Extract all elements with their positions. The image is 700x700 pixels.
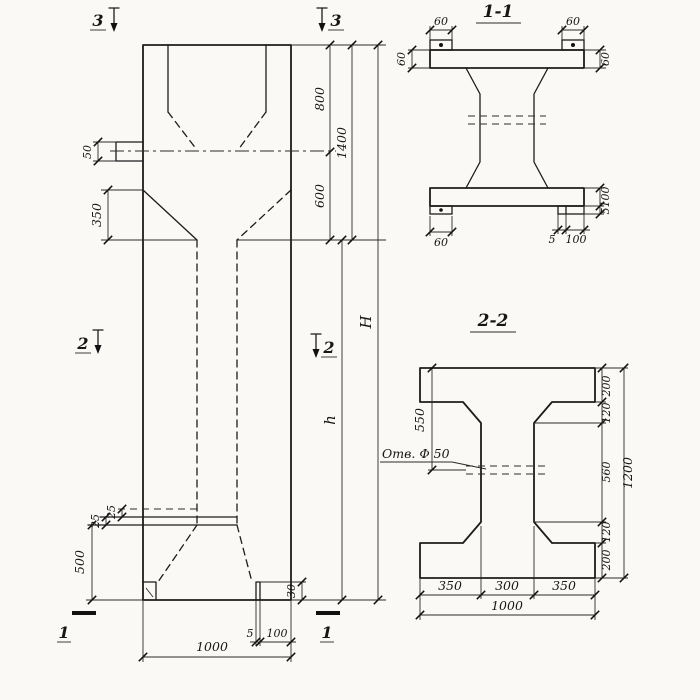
column-outline [87, 44, 336, 601]
section-1-1-title: 1-1 [483, 2, 514, 22]
section-mark-label: 1 [58, 623, 69, 642]
dim-300: 300 [495, 578, 519, 593]
dim-200-bottom: 200 [600, 550, 613, 572]
dim-100-side: 100 [599, 187, 612, 208]
dim-5-bottom-right: 5 [549, 233, 556, 246]
section-2-mark-left: 2 [75, 329, 104, 354]
dim-1000: 1000 [196, 639, 228, 654]
section-3-mark-right: 3 [316, 7, 344, 32]
anchor-dot-icon [571, 43, 575, 47]
section-1-1: 1-1 [395, 2, 612, 249]
section-2-mark-right: 2 [310, 333, 337, 358]
hole-callout: Отв. Ф 50 [380, 446, 452, 463]
dim-1000-total: 1000 [491, 598, 523, 613]
dim-50: 50 [81, 145, 94, 159]
dim-350-left: 350 [438, 578, 462, 593]
section-1-1-dimensions: 60 60 60 60 60 5 100 100 5 [395, 15, 612, 249]
dim-500: 500 [72, 550, 87, 574]
section-mark-label: 3 [92, 11, 103, 30]
section-2-2-title: 2-2 [477, 311, 509, 331]
dim-H: H [357, 315, 375, 330]
dim-350-right: 350 [552, 578, 576, 593]
section-3-mark-left: 3 [90, 7, 120, 32]
dim-100-bottom-right: 100 [566, 233, 587, 246]
section-1-mark-right: 1 [316, 611, 340, 643]
dim-60-left: 60 [395, 52, 408, 66]
dim-200-top: 200 [600, 376, 613, 398]
section-1-mark-left: 1 [57, 611, 96, 643]
dim-5: 5 [247, 627, 254, 640]
hole-label: Отв. Ф 50 [382, 446, 450, 461]
dim-h: h [321, 415, 339, 425]
anchor-dot-icon [439, 43, 443, 47]
section-arrow-down-icon [318, 23, 326, 32]
dim-25-b: 25 [89, 514, 102, 529]
elevation-dimensions: 800 600 1400 h H 350 50 25 25 500 30 5 1… [72, 40, 386, 662]
dim-550: 550 [412, 408, 427, 432]
section-arrow-down-icon [94, 345, 102, 354]
dim-60-top-right: 60 [566, 15, 580, 28]
dim-350: 350 [89, 203, 104, 227]
dim-800: 800 [312, 87, 327, 111]
dim-30: 30 [285, 584, 298, 598]
section-2-2-outline [419, 367, 596, 579]
dim-120-bottom: 120 [600, 522, 613, 543]
dim-1400: 1400 [334, 127, 349, 159]
section-mark-label: 2 [76, 334, 88, 353]
dim-120-top: 120 [600, 403, 613, 424]
dim-560: 560 [600, 462, 613, 483]
section-1-1-outline [429, 39, 585, 215]
section-2-2: 2-2 Отв. Ф 50 550 200 120 5 [380, 311, 635, 620]
dim-5-side: 5 [599, 208, 612, 215]
section-arrow-down-icon [110, 23, 118, 32]
dim-60-right: 60 [599, 52, 612, 66]
section-mark-label: 1 [321, 623, 332, 642]
section-marks: 3 3 2 2 1 [57, 7, 344, 643]
anchor-dot-icon [439, 208, 443, 212]
dim-60-top-left: 60 [434, 15, 448, 28]
dim-100: 100 [267, 627, 288, 640]
dim-1200: 1200 [620, 457, 635, 489]
elevation-view: 3 3 2 2 1 [57, 7, 386, 662]
section-2-2-dimensions: 550 200 120 560 120 200 1200 350 300 350… [412, 363, 635, 620]
section-arrow-down-icon [312, 349, 320, 358]
section-mark-label: 2 [322, 338, 334, 357]
dim-600: 600 [312, 184, 327, 208]
dimension-ticks [407, 25, 605, 237]
dim-25-a: 25 [105, 505, 118, 520]
dim-60-bottom-left: 60 [434, 236, 448, 249]
section-mark-label: 3 [330, 11, 341, 30]
